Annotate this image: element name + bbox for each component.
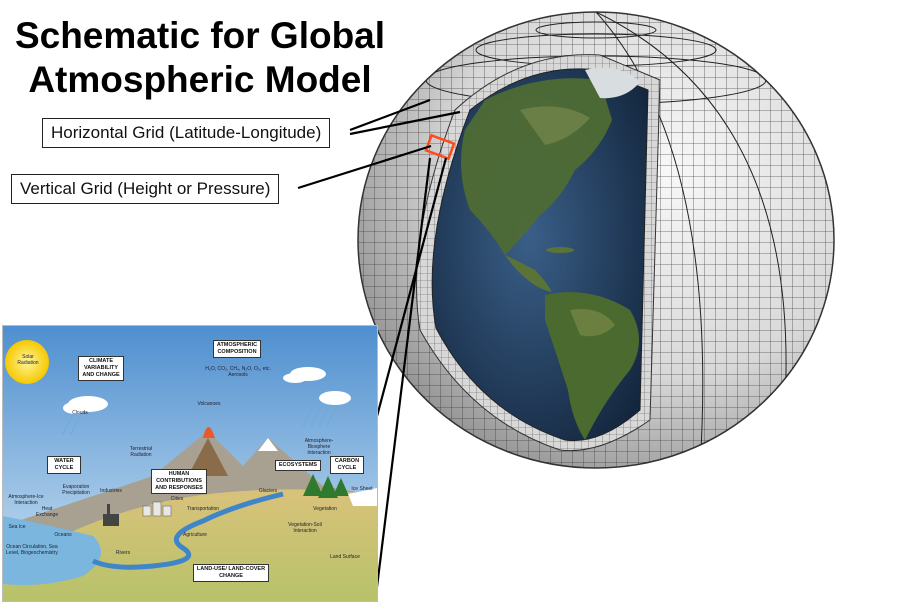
atmosphere-biosphere-text: Atmosphere-Biosphere Interaction <box>304 438 334 456</box>
title-line-2: Atmospheric Model <box>28 59 372 100</box>
title-line-1: Schematic for Global <box>14 15 386 56</box>
inset-illustration <box>3 326 377 601</box>
ocean-circulation-text: Ocean Circulation, Sea Level, Biogeochem… <box>6 544 58 556</box>
ecosystems-box: ECOSYSTEMS <box>275 460 321 471</box>
ice-sheet-text: Ice Sheet <box>351 486 373 492</box>
rain-lines <box>62 405 338 435</box>
atmospheric-formula-text: H₂O, CO₂, CH₄, N₂O, O₃, etc. Aerosols <box>205 366 271 378</box>
volcanoes-text: Volcanoes <box>197 401 221 407</box>
vertical-grid-label: Vertical Grid (Height or Pressure) <box>11 174 280 204</box>
terrestrial-radiation-text: Terrestrial Radiation <box>130 446 152 458</box>
human-contributions-box: HUMAN CONTRIBUTIONS AND RESPONSES <box>151 469 207 494</box>
heat-exchange-text: Heat Exchange <box>35 506 59 518</box>
vegetation-text: Vegetation <box>313 506 337 512</box>
land-surface-text: Land Surface <box>330 554 360 560</box>
page-title: Schematic for Global Atmospheric Model <box>10 14 390 102</box>
glaciers-text: Glaciers <box>258 488 278 494</box>
climate-variability-box: CLIMATE VARIABILITY AND CHANGE <box>78 356 124 381</box>
sea-ice-text: Sea Ice <box>8 524 26 530</box>
carbon-cycle-box: CARBON CYCLE <box>330 456 364 474</box>
climate-system-inset: Solar Radiation CLIMATE VARIABILITY AND … <box>2 325 378 602</box>
tree-icons <box>303 474 349 498</box>
atmospheric-composition-box: ATMOSPHERIC COMPOSITION <box>213 340 261 358</box>
water-cycle-box: WATER CYCLE <box>47 456 81 474</box>
vegetation-soil-text: Vegetation-Soil Interaction <box>288 522 322 534</box>
grid-cell-highlight <box>424 133 456 161</box>
cloud-icons <box>63 367 351 414</box>
cutaway-earth <box>416 54 661 452</box>
pointer-lines <box>297 98 461 596</box>
land-use-box: LAND-USE/ LAND-COVER CHANGE <box>193 564 269 582</box>
oceans-text: Oceans <box>54 532 72 538</box>
cities-text: Cities <box>170 496 184 502</box>
evaporation-text: Evaporation Precipitation <box>62 484 90 496</box>
horizontal-grid-label: Horizontal Grid (Latitude-Longitude) <box>42 118 331 148</box>
clouds-text: Clouds <box>72 410 88 416</box>
sun-icon <box>5 340 49 384</box>
atmosphere-ice-text: Atmosphere-Ice Interaction <box>8 494 44 506</box>
solar-radiation-text: Solar Radiation <box>17 354 39 366</box>
transportation-text: Transportation <box>186 506 220 512</box>
industries-text: Industries <box>100 488 122 494</box>
rivers-text: Rivers <box>115 550 131 556</box>
agriculture-text: Agriculture <box>183 532 207 538</box>
